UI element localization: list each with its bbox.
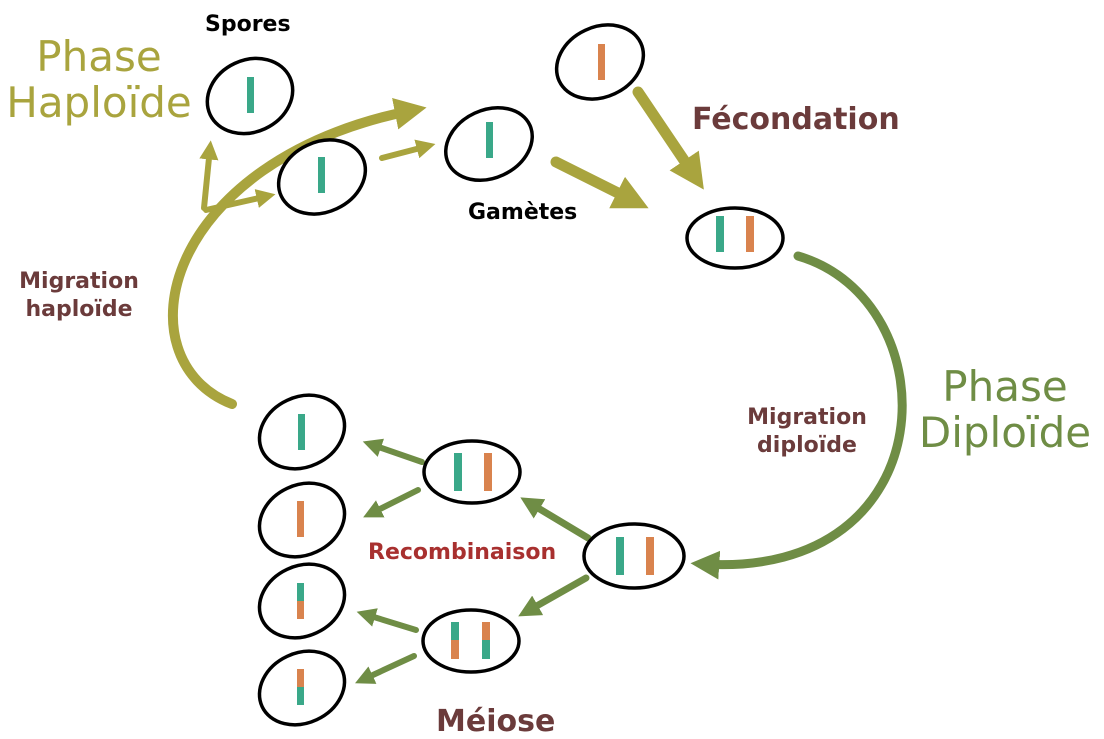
chromosome-recombined-2 <box>482 640 490 659</box>
product-spore-2 <box>257 481 347 559</box>
chromosome-recombined <box>297 669 304 687</box>
meiosis-cell-top <box>422 439 522 505</box>
migration-diploide-line1: Migration <box>747 405 867 430</box>
chromosome-recombined <box>297 601 304 619</box>
migration-haploide-arrow <box>168 98 427 409</box>
arrow-gamete-to-zygote <box>550 156 649 209</box>
phase-haploide-label: Phase Haploïde <box>4 34 194 126</box>
product-spore-4 <box>257 649 347 727</box>
arrow-to-top-meiosis-cell <box>520 497 592 542</box>
diploid-cell <box>582 522 686 590</box>
chromosome-orange <box>646 537 654 575</box>
gamete-cell-orange <box>554 23 646 101</box>
arrow-to-spore-bottom <box>203 189 276 213</box>
chromosome-recombined-2 <box>482 622 490 640</box>
chromosome-green <box>454 453 462 491</box>
chromosome-recombined-1 <box>451 622 459 640</box>
phase-diploide-label: Phase Diploïde <box>910 364 1100 456</box>
arrow-to-spore-4 <box>355 653 417 684</box>
migration-diploide-line2: diploïde <box>757 433 857 458</box>
haploid-arrows <box>168 86 704 409</box>
migration-diploide-label: Migration diploïde <box>736 404 878 460</box>
chromosome-green <box>247 77 254 113</box>
zygote-cell <box>685 206 785 270</box>
migration-diploide-arrow <box>690 251 907 580</box>
chromosome-orange <box>598 44 605 80</box>
chromosome-recombined <box>297 687 304 705</box>
chromosome-orange <box>746 216 754 252</box>
phase-diploide-line1: Phase <box>942 362 1068 411</box>
spores-label: Spores <box>205 12 291 37</box>
migration-haploide-label: Migration haploïde <box>8 268 150 324</box>
product-spore-1 <box>257 393 347 471</box>
chromosome-recombined <box>297 583 304 601</box>
chromosome-green <box>616 537 624 575</box>
diploid-arrows <box>355 251 907 684</box>
phase-diploide-line2: Diploïde <box>918 408 1092 457</box>
chromosome-green <box>716 216 724 252</box>
arrow-spore-to-gamete <box>379 139 436 161</box>
chromosome-orange <box>297 501 304 537</box>
arrow-to-bottom-meiosis-cell <box>518 574 590 617</box>
meiosis-cell-bottom <box>421 608 521 674</box>
chromosome-recombined-1 <box>451 640 459 659</box>
arrow-to-spore-2 <box>363 487 421 518</box>
chromosome-green <box>486 122 493 158</box>
gametes-label: Gamètes <box>468 200 578 225</box>
chromosome-orange <box>484 453 492 491</box>
arrow-fecondation <box>632 86 704 190</box>
recombinaison-label: Recombinaison <box>368 540 557 565</box>
migration-haploide-line2: haploïde <box>25 297 133 322</box>
phase-haploide-line1: Phase <box>36 32 162 81</box>
spore-cell-bottom <box>276 138 368 216</box>
gamete-cell-green <box>444 106 534 182</box>
spore-cell-top <box>205 56 295 136</box>
product-spore-3 <box>257 562 347 640</box>
phase-haploide-line2: Haploïde <box>6 78 192 127</box>
arrow-to-spore-top <box>199 140 219 211</box>
arrow-to-spore-3 <box>356 608 419 633</box>
fecondation-label: Fécondation <box>692 102 900 137</box>
arrow-to-spore-1 <box>362 438 425 465</box>
chromosome-green <box>298 414 305 450</box>
meiose-label: Méiose <box>436 704 556 739</box>
chromosome-green <box>318 157 325 193</box>
migration-haploide-line1: Migration <box>19 269 139 294</box>
